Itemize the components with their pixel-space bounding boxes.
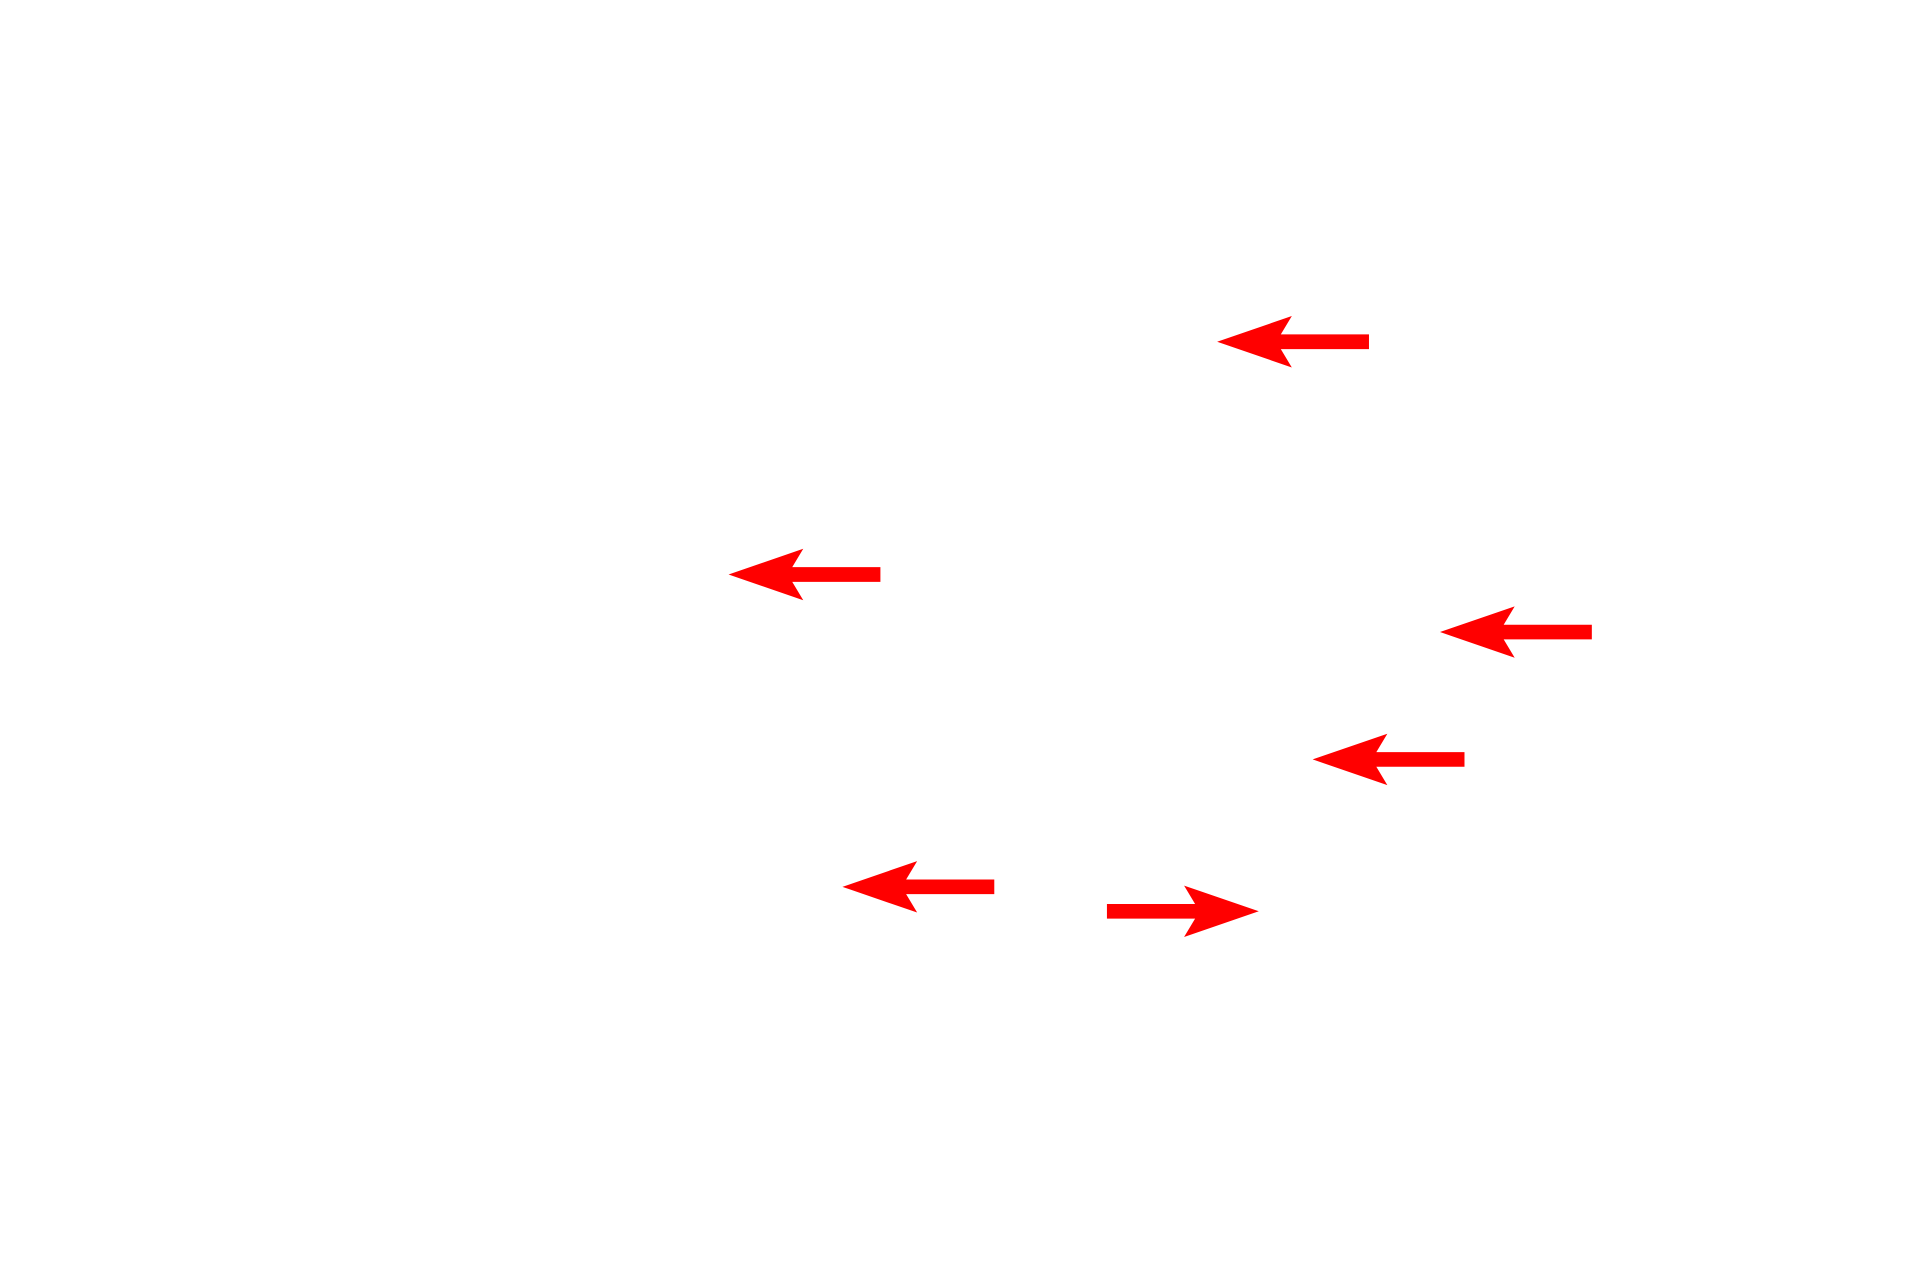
arrow-left-icon <box>1312 733 1465 786</box>
arrow-left-icon <box>842 861 995 913</box>
arrow-left-icon <box>728 548 881 601</box>
arrow-left-icon <box>1440 606 1592 658</box>
arrow-right-icon <box>1106 885 1259 938</box>
arrow-left-icon <box>1217 316 1369 368</box>
